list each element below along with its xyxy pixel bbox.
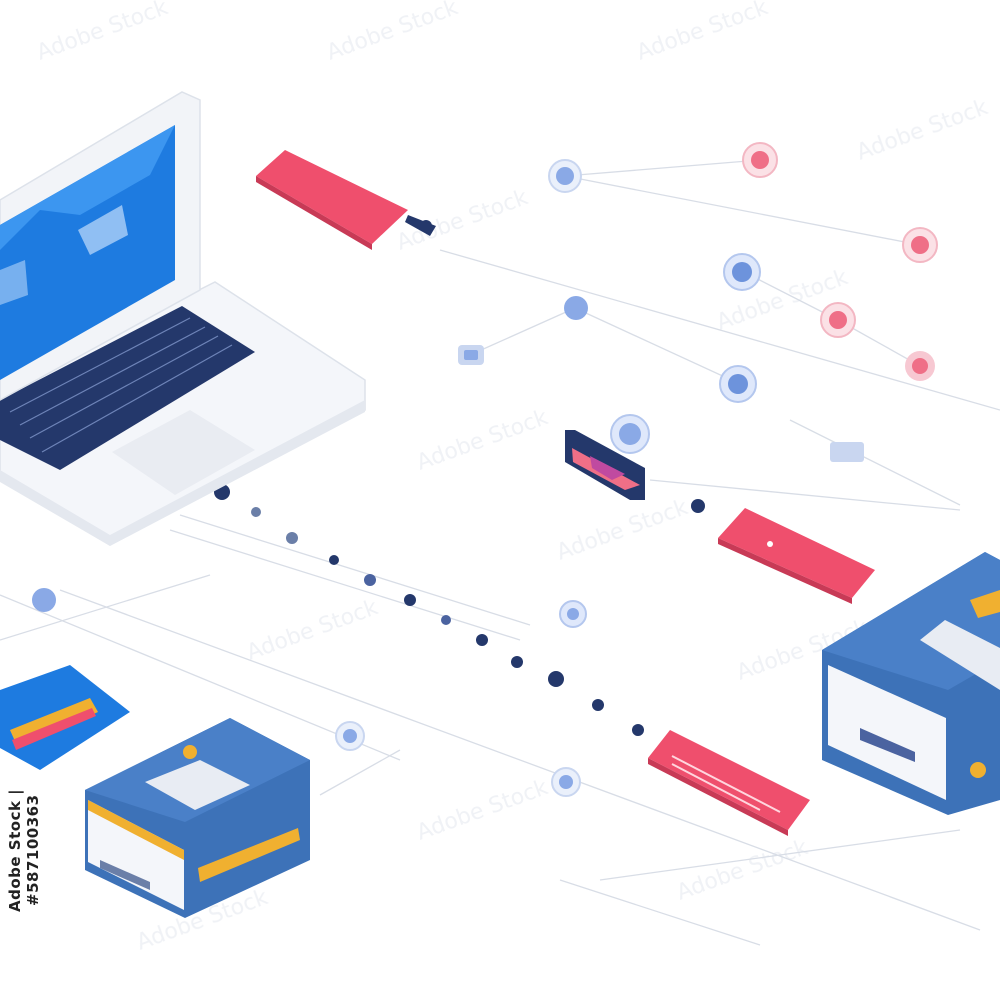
svg-text:Adobe Stock: Adobe Stock <box>34 0 172 66</box>
stock-id-watermark: Adobe Stock | #587100363 <box>6 788 42 912</box>
svg-text:Adobe Stock: Adobe Stock <box>634 0 772 66</box>
network-node-icon <box>32 142 938 797</box>
svg-text:Adobe Stock: Adobe Stock <box>414 775 552 846</box>
card-icon <box>0 665 130 770</box>
pink-block-bottom <box>648 730 810 836</box>
svg-text:Adobe Stock: Adobe Stock <box>674 835 812 906</box>
svg-text:Adobe Stock: Adobe Stock <box>324 0 462 66</box>
laptop-icon <box>0 91 366 546</box>
svg-text:Adobe Stock: Adobe Stock <box>854 95 992 166</box>
svg-text:Adobe Stock: Adobe Stock <box>554 495 692 566</box>
pink-block-middle <box>718 508 875 604</box>
monitor-icon <box>565 430 645 500</box>
svg-text:Adobe Stock: Adobe Stock <box>414 405 552 476</box>
server-box-icon <box>85 718 310 918</box>
svg-text:Adobe Stock: Adobe Stock <box>244 595 382 666</box>
connection-lines <box>0 159 1000 946</box>
pink-block-top <box>256 150 436 250</box>
server-box-icon-large <box>822 552 1000 815</box>
